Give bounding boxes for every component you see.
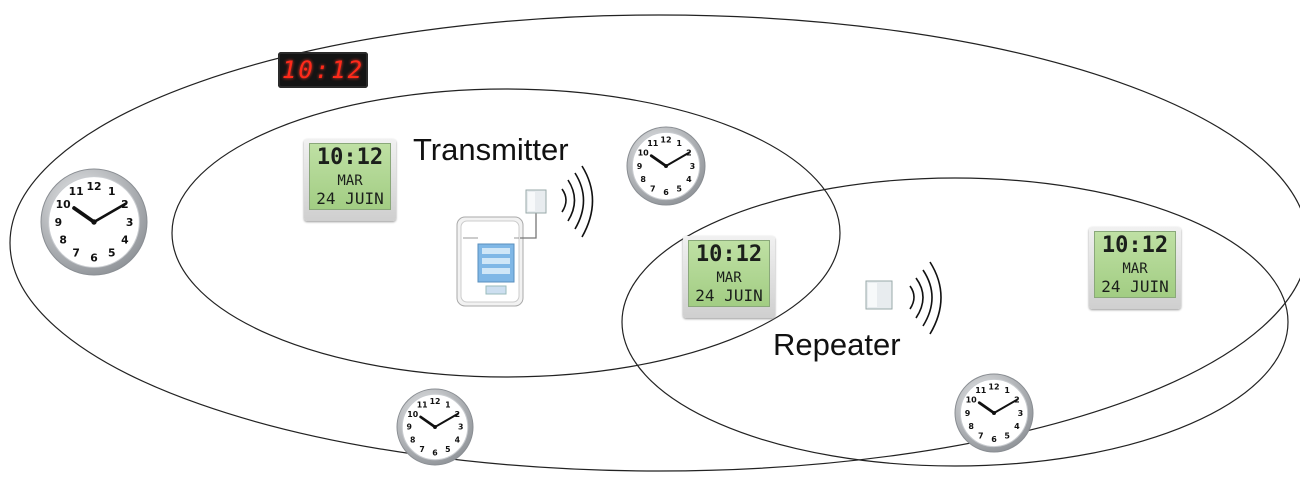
clock-numeral: 12 — [660, 135, 671, 144]
clock-numeral: 3 — [690, 162, 696, 171]
clock-numeral: 11 — [69, 185, 84, 198]
clock-numeral: 7 — [650, 185, 656, 194]
clock-minute-hand — [92, 202, 128, 224]
clock-numeral: 10 — [407, 410, 418, 419]
lcd-screen: 10:12 MAR 24 JUIN — [688, 240, 770, 307]
lcd-clock-3: 10:12 MAR 24 JUIN — [1089, 227, 1181, 309]
clock-numeral: 8 — [410, 436, 415, 445]
lcd-screen: 10:12 MAR 24 JUIN — [309, 143, 391, 210]
lcd-time: 10:12 — [316, 145, 384, 170]
transmitter-device — [456, 216, 524, 307]
clock-numeral: 4 — [455, 436, 461, 445]
clock-numeral: 9 — [55, 216, 63, 229]
clock-center-pin — [664, 164, 668, 168]
clock-hour-hand — [977, 401, 996, 415]
lcd-clock-1: 10:12 MAR 24 JUIN — [304, 139, 396, 221]
outer-coverage-zone — [9, 14, 1300, 472]
clock-numeral: 6 — [432, 448, 437, 457]
clock-hour-hand — [649, 154, 668, 168]
clock-numeral: 11 — [417, 400, 428, 409]
clock-numeral: 10 — [638, 149, 650, 158]
clock-numeral: 5 — [1004, 432, 1010, 441]
clock-numeral: 12 — [86, 180, 101, 193]
clock-minute-hand — [665, 151, 691, 167]
clock-numeral: 6 — [663, 188, 669, 197]
clock-numeral: 9 — [965, 409, 971, 418]
clock-center-pin — [91, 219, 97, 225]
clock-numeral: 4 — [1014, 422, 1020, 431]
lcd-day: MAR — [716, 270, 742, 286]
clock-center-pin — [433, 425, 437, 429]
clock-numeral: 3 — [458, 423, 463, 432]
clock-minute-hand — [434, 412, 459, 428]
lcd-day: MAR — [1122, 261, 1148, 277]
clock-numeral: 12 — [430, 397, 441, 406]
analog-clock-bottom-right: 121234567891011 — [954, 373, 1034, 453]
antenna-cable — [520, 212, 537, 239]
repeater-label: Repeater — [773, 327, 901, 362]
transmitter-coverage-zone — [171, 88, 841, 378]
clock-numeral: 7 — [72, 247, 80, 260]
clock-numeral: 6 — [90, 251, 98, 264]
clock-numeral: 10 — [966, 396, 978, 405]
clock-numeral: 5 — [108, 247, 116, 260]
lcd-clock-2: 10:12 MAR 24 JUIN — [683, 236, 775, 318]
analog-clock-left: 121234567891011 — [40, 168, 148, 276]
clock-numeral: 9 — [407, 423, 412, 432]
analog-clock-top: 121234567891011 — [626, 126, 706, 206]
clock-numeral: 7 — [419, 445, 424, 454]
clock-numeral: 12 — [988, 382, 999, 391]
red-led-display: 10:12 — [278, 52, 368, 88]
clock-numeral: 1 — [445, 400, 450, 409]
clock-numeral: 5 — [445, 445, 450, 454]
clock-numeral: 9 — [637, 162, 643, 171]
clock-numeral: 7 — [978, 432, 984, 441]
repeater-device — [865, 280, 893, 310]
transmitter-signal-waves-icon — [561, 165, 594, 238]
clock-numeral: 11 — [975, 386, 987, 395]
clock-numeral: 1 — [676, 139, 682, 148]
lcd-day: MAR — [337, 173, 363, 189]
lcd-date: 24 JUIN — [316, 189, 384, 208]
lcd-screen: 10:12 MAR 24 JUIN — [1094, 231, 1176, 298]
clock-center-pin — [992, 411, 996, 415]
repeater-coverage-zone — [621, 177, 1289, 467]
clock-numeral: 3 — [1018, 409, 1024, 418]
clock-numeral: 5 — [676, 185, 682, 194]
clock-minute-hand — [993, 398, 1019, 414]
clock-numeral: 8 — [968, 422, 974, 431]
clock-numeral: 10 — [56, 198, 71, 211]
clock-numeral: 8 — [59, 234, 67, 247]
transmitter-label: Transmitter — [413, 132, 569, 167]
analog-clock-bottom-center: 121234567891011 — [396, 388, 474, 466]
clock-numeral: 1 — [108, 185, 116, 198]
transmitter-antenna — [525, 189, 547, 214]
clock-numeral: 1 — [1004, 386, 1010, 395]
lcd-time: 10:12 — [695, 242, 763, 267]
clock-numeral: 11 — [647, 139, 659, 148]
lcd-date: 24 JUIN — [1101, 277, 1169, 296]
clock-numeral: 4 — [121, 234, 129, 247]
clock-hour-hand — [72, 206, 96, 224]
clock-numeral: 4 — [686, 175, 692, 184]
clock-numeral: 8 — [640, 175, 646, 184]
clock-hour-hand — [419, 415, 437, 429]
lcd-time: 10:12 — [1101, 233, 1169, 258]
clock-numeral: 6 — [991, 435, 997, 444]
clock-numeral: 3 — [126, 216, 134, 229]
lcd-date: 24 JUIN — [695, 286, 763, 305]
repeater-signal-waves-icon — [909, 261, 942, 335]
